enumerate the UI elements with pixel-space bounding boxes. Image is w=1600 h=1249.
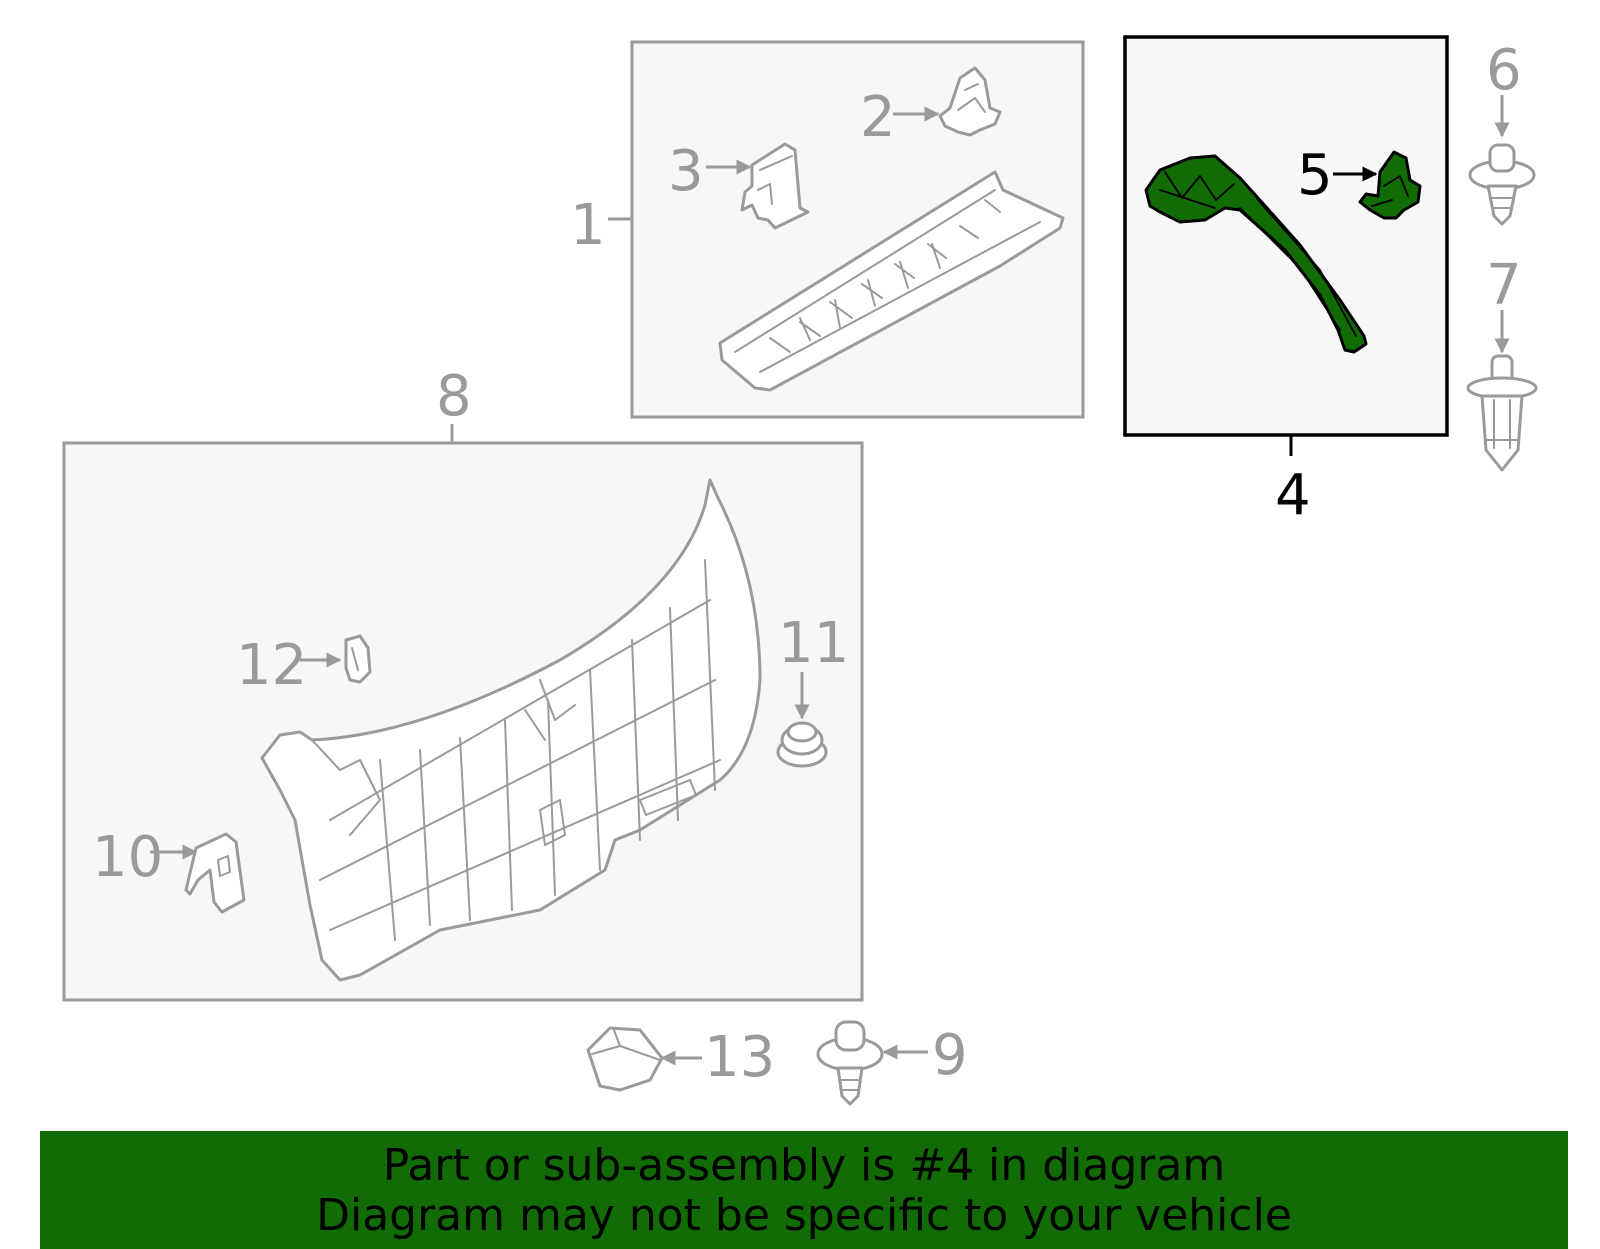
pull-handle-part-4[interactable] bbox=[1144, 154, 1368, 354]
push-clip-6-part[interactable] bbox=[1468, 143, 1536, 226]
callout-13[interactable]: 13 bbox=[704, 1025, 775, 1090]
clip-2-part[interactable] bbox=[938, 66, 1002, 137]
callout-7[interactable]: 7 bbox=[1486, 253, 1522, 318]
callout-12[interactable]: 12 bbox=[236, 633, 307, 698]
push-clip-9-part[interactable] bbox=[816, 1020, 884, 1106]
tailgate-trim-panel-part[interactable] bbox=[260, 478, 762, 982]
callout-5[interactable]: 5 bbox=[1297, 143, 1333, 208]
callout-8[interactable]: 8 bbox=[436, 364, 472, 429]
clip-9-group: 9 bbox=[816, 1020, 968, 1106]
callout-10[interactable]: 10 bbox=[92, 825, 163, 890]
cap-13-part[interactable] bbox=[586, 1026, 664, 1092]
push-rivet-7-part[interactable] bbox=[1466, 354, 1538, 472]
callout-6[interactable]: 6 bbox=[1486, 38, 1522, 103]
callout-11[interactable]: 11 bbox=[778, 611, 849, 676]
fastener-7-group: 7 bbox=[1466, 253, 1538, 472]
callout-2[interactable]: 2 bbox=[860, 85, 896, 150]
push-nut-11-part[interactable] bbox=[776, 721, 828, 768]
assembly-8-group: 8 12 11 10 bbox=[62, 364, 864, 1002]
assembly-4-group: 4 5 bbox=[1123, 35, 1449, 528]
banner-line-2: Diagram may not be specific to your vehi… bbox=[316, 1190, 1292, 1241]
callout-1[interactable]: 1 bbox=[570, 193, 606, 258]
clip-3-part[interactable] bbox=[740, 142, 810, 230]
callout-4[interactable]: 4 bbox=[1275, 463, 1311, 528]
fastener-6-group: 6 bbox=[1468, 38, 1536, 226]
banner-line-1: Part or sub-assembly is #4 in diagram bbox=[382, 1140, 1226, 1191]
assembly-1-group: 1 2 3 bbox=[570, 40, 1085, 419]
clip-12-part[interactable] bbox=[344, 634, 372, 684]
cap-13-group: 13 bbox=[586, 1025, 775, 1092]
clip-10-part[interactable] bbox=[184, 832, 246, 914]
upper-trim-panel-part[interactable] bbox=[718, 170, 1065, 392]
clip-5-part[interactable] bbox=[1358, 150, 1422, 220]
info-banner: Part or sub-assembly is #4 in diagram Di… bbox=[40, 1131, 1568, 1249]
callout-9[interactable]: 9 bbox=[932, 1023, 968, 1088]
callout-3[interactable]: 3 bbox=[668, 139, 704, 204]
